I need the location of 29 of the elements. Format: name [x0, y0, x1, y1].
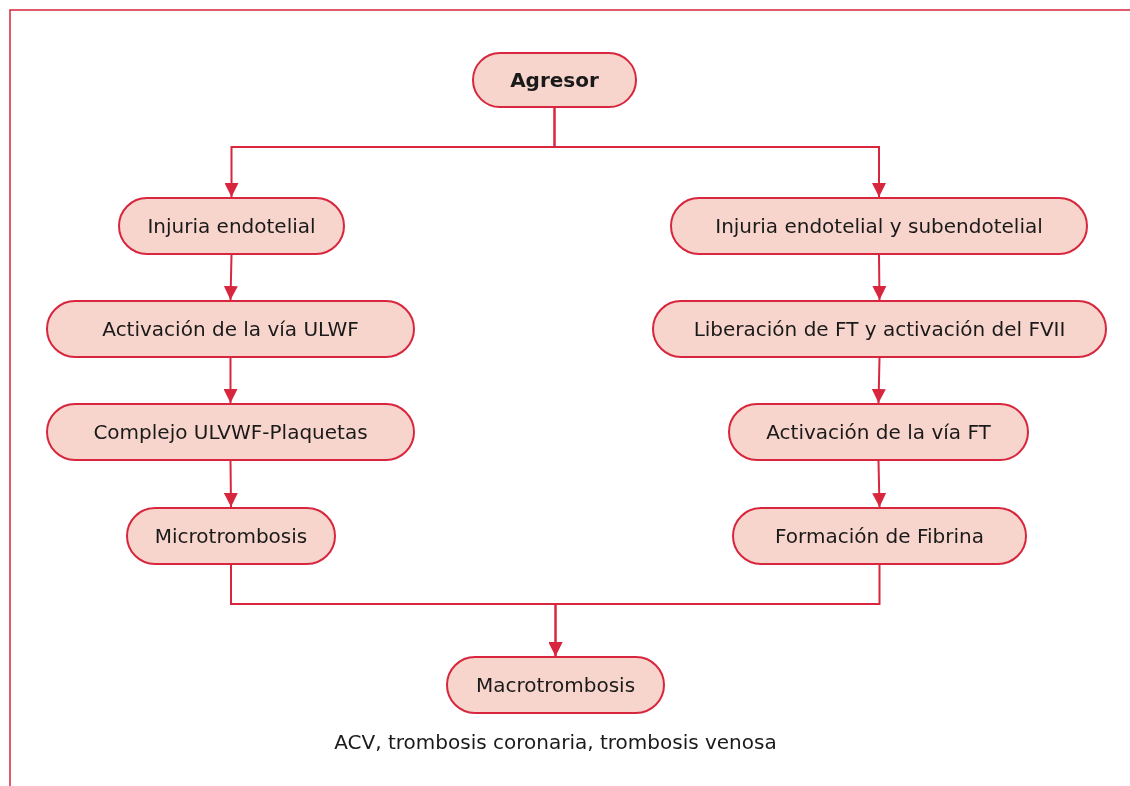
- node-label: Liberación de FT y activación del FVII: [693, 317, 1066, 341]
- node-label: Activación de la vía ULWF: [102, 317, 359, 341]
- node-label: Agresor: [510, 68, 599, 92]
- node-label: Microtrombosis: [154, 524, 308, 548]
- note-text: ACV, trombosis coronaria, trombosis venosa: [334, 730, 777, 754]
- node-label: Formación de Fibrina: [775, 524, 984, 548]
- process-box: [732, 507, 1027, 565]
- node-label: Macrotrombosis: [475, 673, 636, 697]
- arrow: [872, 254, 887, 301]
- process-box: [728, 403, 1029, 461]
- arrow: [223, 254, 238, 301]
- arrow: [548, 564, 881, 657]
- node-label: Complejo ULVWF-Plaquetas: [93, 420, 368, 444]
- arrow: [871, 357, 886, 404]
- arrow: [553, 107, 886, 198]
- arrow: [223, 460, 238, 508]
- process-box: [652, 300, 1107, 358]
- node-label: Activación de la vía FT: [766, 420, 991, 444]
- process-box: [472, 52, 637, 108]
- arrow: [223, 357, 238, 404]
- process-box: [446, 656, 665, 714]
- process-box: [126, 507, 336, 565]
- node-label: Injuria endotelial y subendotelial: [715, 214, 1043, 238]
- process-box: [670, 197, 1088, 255]
- process-box: [46, 300, 415, 358]
- process-box: [46, 403, 415, 461]
- node-label: Injuria endotelial: [147, 214, 316, 238]
- arrow: [872, 460, 887, 508]
- process-box: [118, 197, 345, 255]
